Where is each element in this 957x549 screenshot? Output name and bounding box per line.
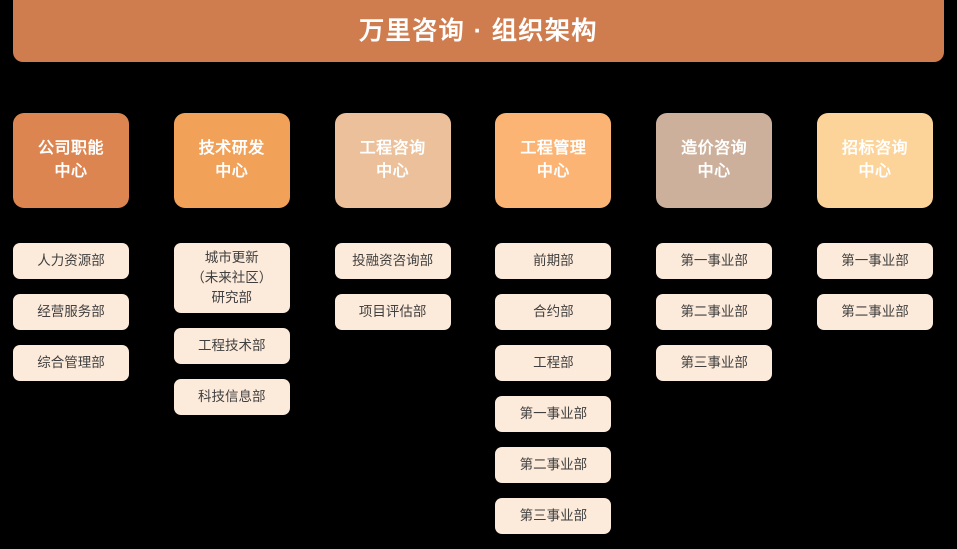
center-card-label: 技术研发 中心: [198, 139, 265, 180]
department-label: 前期部: [533, 253, 574, 269]
org-column-1: 公司职能 中心人力资源部经营服务部综合管理部: [13, 113, 129, 381]
center-cost-consulting[interactable]: 造价咨询 中心: [656, 113, 773, 208]
department-label: 经营服务部: [37, 304, 105, 320]
department-box[interactable]: 经营服务部: [13, 294, 129, 330]
org-chart-root: 万里咨询 · 组织架构 公司职能 中心人力资源部经营服务部综合管理部技术研发 中…: [13, 0, 944, 534]
department-label: 第三事业部: [680, 355, 748, 371]
center-engineering-consulting[interactable]: 工程咨询 中心: [334, 113, 451, 208]
department-box[interactable]: 前期部: [495, 243, 612, 279]
department-label: 第一事业部: [841, 253, 909, 269]
department-box[interactable]: 科技信息部: [173, 378, 290, 415]
department-box[interactable]: 综合管理部: [13, 345, 129, 381]
center-card-label: 造价咨询 中心: [681, 139, 748, 180]
center-tech-rd[interactable]: 技术研发 中心: [173, 113, 290, 208]
department-label: 项目评估部: [358, 304, 427, 320]
org-column-5: 造价咨询 中心第一事业部第二事业部第三事业部: [656, 113, 773, 381]
department-label: 城市更新 （未来社区） 研究部: [191, 250, 273, 305]
department-label: 科技信息部: [198, 388, 266, 404]
department-list: 城市更新 （未来社区） 研究部工程技术部科技信息部: [173, 243, 290, 430]
department-box[interactable]: 工程部: [495, 345, 612, 381]
department-label: 第一事业部: [519, 406, 588, 422]
department-box[interactable]: 第二事业部: [817, 294, 933, 330]
center-card-label: 招标咨询 中心: [841, 139, 908, 180]
department-box[interactable]: 第一事业部: [495, 396, 612, 432]
department-list: 第一事业部第二事业部: [817, 243, 933, 345]
department-list: 投融资咨询部项目评估部: [334, 243, 451, 345]
department-label: 第二事业部: [519, 457, 588, 473]
department-box[interactable]: 项目评估部: [334, 294, 451, 330]
department-list: 前期部合约部工程部第一事业部第二事业部第三事业部: [495, 243, 612, 549]
department-box[interactable]: 第三事业部: [495, 498, 612, 534]
org-column-2: 技术研发 中心城市更新 （未来社区） 研究部工程技术部科技信息部: [173, 113, 290, 415]
department-list: 人力资源部经营服务部综合管理部: [13, 243, 129, 396]
center-card-label: 工程管理 中心: [520, 139, 587, 180]
department-box[interactable]: 第一事业部: [656, 243, 773, 279]
department-box[interactable]: 第一事业部: [817, 243, 933, 279]
page-title: 万里咨询 · 组织架构: [359, 16, 598, 45]
department-label: 投融资咨询部: [352, 253, 434, 269]
department-box[interactable]: 合约部: [495, 294, 612, 330]
department-list: 第一事业部第二事业部第三事业部: [656, 243, 773, 396]
center-bidding-consulting[interactable]: 招标咨询 中心: [817, 113, 933, 208]
org-column-6: 招标咨询 中心第一事业部第二事业部: [817, 113, 933, 330]
center-company-functions[interactable]: 公司职能 中心: [13, 113, 129, 208]
department-box[interactable]: 第三事业部: [656, 345, 773, 381]
center-engineering-management[interactable]: 工程管理 中心: [495, 113, 612, 208]
center-card-label: 工程咨询 中心: [359, 139, 426, 180]
org-column-4: 工程管理 中心前期部合约部工程部第一事业部第二事业部第三事业部: [495, 113, 612, 534]
center-card-label: 公司职能 中心: [37, 139, 104, 180]
department-label: 第一事业部: [680, 253, 748, 269]
department-label: 综合管理部: [37, 355, 105, 371]
department-label: 工程技术部: [198, 337, 266, 353]
department-box[interactable]: 第二事业部: [495, 447, 612, 483]
department-box[interactable]: 人力资源部: [13, 243, 129, 279]
department-box[interactable]: 第二事业部: [656, 294, 773, 330]
department-box[interactable]: 城市更新 （未来社区） 研究部: [173, 243, 290, 313]
department-label: 人力资源部: [37, 253, 105, 269]
department-label: 第三事业部: [519, 508, 588, 524]
department-box[interactable]: 投融资咨询部: [334, 243, 451, 279]
department-label: 第二事业部: [680, 304, 748, 320]
department-label: 工程部: [533, 355, 574, 371]
department-box[interactable]: 工程技术部: [173, 327, 290, 364]
page-title-banner: 万里咨询 · 组织架构: [13, 0, 944, 62]
org-column-3: 工程咨询 中心投融资咨询部项目评估部: [334, 113, 451, 330]
department-label: 合约部: [533, 304, 574, 320]
department-label: 第二事业部: [841, 304, 909, 320]
